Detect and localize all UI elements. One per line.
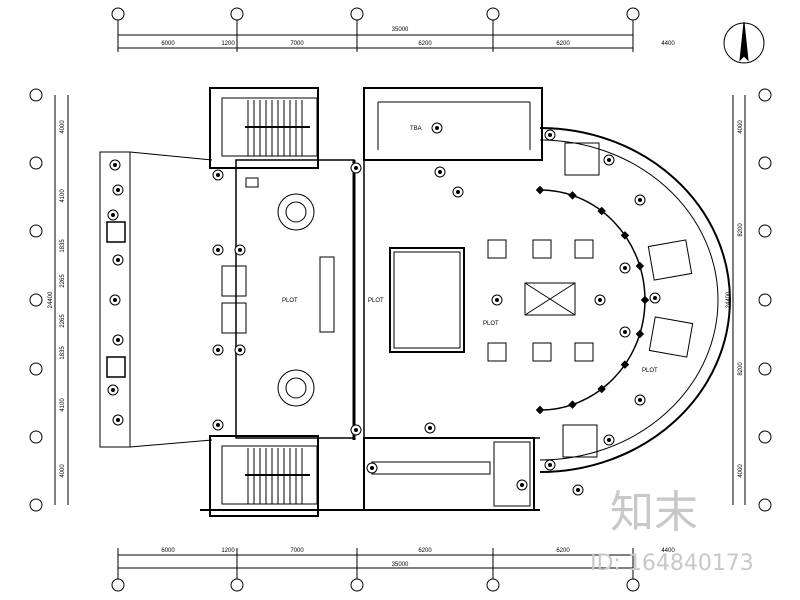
dim-top-total: 35000 xyxy=(392,27,409,33)
axis-bubble-icon xyxy=(111,578,125,592)
upper-stair-icon xyxy=(245,100,310,156)
dim-right-3: 8200 xyxy=(738,362,744,376)
dim-left-4: 2265 xyxy=(60,274,66,288)
dim-bottom-total: 35000 xyxy=(392,562,409,568)
axis-bubble-icon xyxy=(111,7,125,21)
dim-top-4: 6200 xyxy=(418,41,432,47)
watermark-id: ID: 164840173 xyxy=(590,551,754,576)
plan-linework xyxy=(54,21,765,569)
generated-symbols xyxy=(29,7,772,592)
room-label-5: PLOT xyxy=(642,368,658,374)
dim-left-1: 4000 xyxy=(60,120,66,134)
room-label-2: PLOT xyxy=(282,298,298,304)
dim-left-8: 4000 xyxy=(60,464,66,478)
lower-stair-icon xyxy=(245,448,310,504)
dim-right-4: 4000 xyxy=(738,464,744,478)
room-label-4: PLOT xyxy=(483,321,499,327)
axis-bubble-icon xyxy=(626,7,640,21)
dim-top-5: 6200 xyxy=(556,41,570,47)
axis-bubble-icon xyxy=(758,293,772,307)
dim-bottom-3: 7000 xyxy=(290,548,304,554)
axis-bubble-icon xyxy=(486,578,500,592)
dim-left-7: 4100 xyxy=(60,398,66,412)
dim-bottom-1: 6000 xyxy=(161,548,175,554)
axis-bubble-icon xyxy=(29,293,43,307)
watermark-logo: 知末 xyxy=(610,487,698,538)
dim-top-3: 7000 xyxy=(290,41,304,47)
dim-left-5: 2265 xyxy=(60,314,66,328)
axis-bubble-icon xyxy=(29,156,43,170)
axis-bubble-icon xyxy=(29,498,43,512)
dim-right-total: 24400 xyxy=(726,291,732,308)
room-label-1: TBA xyxy=(410,126,422,132)
dim-bottom-6: 4400 xyxy=(661,548,675,554)
axis-bubble-icon xyxy=(758,156,772,170)
dimension-text: 6000 1200 7000 6200 6200 4400 35000 6000… xyxy=(48,27,744,568)
axis-bubble-icon xyxy=(626,578,640,592)
axis-bubble-icon xyxy=(758,362,772,376)
round-table-icon xyxy=(277,193,315,407)
north-arrow-icon xyxy=(723,21,765,64)
dim-bottom-5: 6200 xyxy=(556,548,570,554)
axis-bubble-icon xyxy=(350,7,364,21)
axis-bubble-icon xyxy=(29,224,43,238)
dim-top-2: 1200 xyxy=(221,41,235,47)
dim-bottom-4: 6200 xyxy=(418,548,432,554)
dim-top-1: 6000 xyxy=(161,41,175,47)
dim-left-6: 1835 xyxy=(60,346,66,360)
dim-left-2: 4100 xyxy=(60,189,66,203)
axis-bubble-icon xyxy=(758,430,772,444)
dim-right-2: 8200 xyxy=(738,223,744,237)
axis-bubble-icon xyxy=(29,88,43,102)
axis-bubble-icon xyxy=(486,7,500,21)
axis-bubble-icon xyxy=(230,578,244,592)
dim-top-6: 4400 xyxy=(661,41,675,47)
axis-bubble-icon xyxy=(758,224,772,238)
sofa-set-icon xyxy=(562,142,694,458)
dim-left-3: 1835 xyxy=(60,239,66,253)
axis-bubble-icon xyxy=(29,430,43,444)
axis-bubble-icon xyxy=(350,578,364,592)
axis-bubble-icon xyxy=(758,88,772,102)
room-label-3: PLOT xyxy=(368,298,384,304)
axis-bubble-icon xyxy=(29,362,43,376)
axis-bubble-icon xyxy=(758,498,772,512)
watermark: 知末 ID: 164840173 xyxy=(590,487,754,576)
axis-bubble-icon xyxy=(230,7,244,21)
dim-bottom-2: 1200 xyxy=(221,548,235,554)
dim-right-1: 4000 xyxy=(738,120,744,134)
room-labels: TBA PLOT PLOT PLOT PLOT xyxy=(282,126,658,374)
dim-left-total: 24400 xyxy=(48,291,54,308)
